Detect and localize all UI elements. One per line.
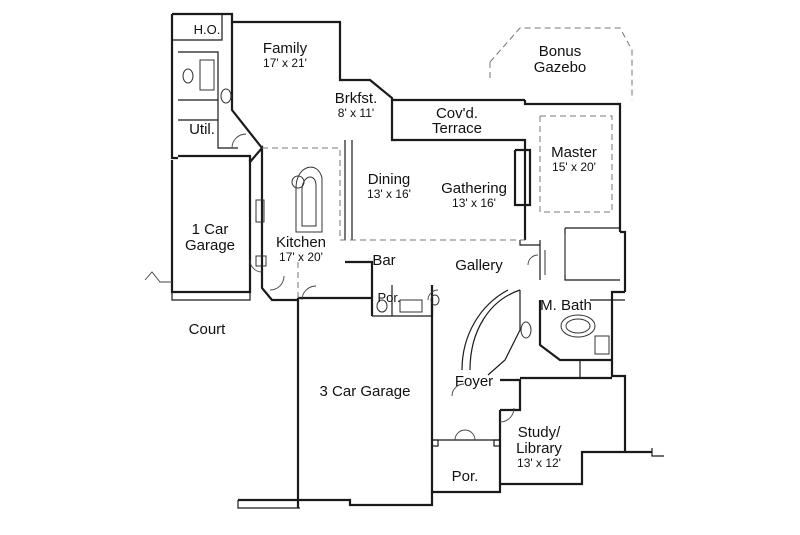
room-por-small-name: Por. [377,290,400,305]
room-gazebo-name2: Gazebo [534,59,587,76]
room-foyer-name: Foyer [455,373,493,390]
room-mbath-name: M. Bath [540,297,592,314]
room-1car-name: 1 Car [192,221,229,238]
room-kitchen-name: Kitchen [276,234,326,251]
bath-fixtures [182,59,610,355]
room-labels: H.O. Family 17' x 21' Brkfst. 8' x 11' C… [185,22,597,485]
room-3car-name: 3 Car Garage [320,383,411,400]
room-kitchen-size: 17' x 20' [279,250,323,264]
door-swings [144,133,539,441]
room-brkfst-size: 8' x 11' [338,106,374,120]
room-gallery-name: Gallery [455,257,503,274]
room-family-size: 17' x 21' [263,56,307,70]
exterior-walls [170,12,664,509]
room-util-name: Util. [189,121,215,138]
gazebo-outline [489,27,633,100]
interior-walls [172,14,625,447]
room-dining-name: Dining [368,171,411,188]
overhead-dashed-lines [262,115,613,298]
room-gathering-name: Gathering [441,180,507,197]
room-1car-name2: Garage [185,237,235,254]
room-ho-name: H.O. [194,22,221,37]
room-por-front-name: Por. [452,468,479,485]
room-study-size: 13' x 12' [517,456,561,470]
room-bar-name: Bar [372,252,395,269]
room-gathering-size: 13' x 16' [452,196,496,210]
room-study-name: Study/ [518,424,561,441]
room-terrace-name: Cov'd. [436,105,478,122]
court-label: Court [189,321,227,338]
room-terrace-name2: Terrace [432,120,482,137]
room-dining-size: 13' x 16' [367,187,411,201]
room-master-name: Master [551,144,597,161]
room-gazebo-name: Bonus [539,43,582,60]
room-family-name: Family [263,40,308,57]
room-master-size: 15' x 20' [552,160,596,174]
room-brkfst-name: Brkfst. [335,90,378,107]
room-study-name2: Library [516,440,562,457]
kitchen-island [255,166,323,267]
